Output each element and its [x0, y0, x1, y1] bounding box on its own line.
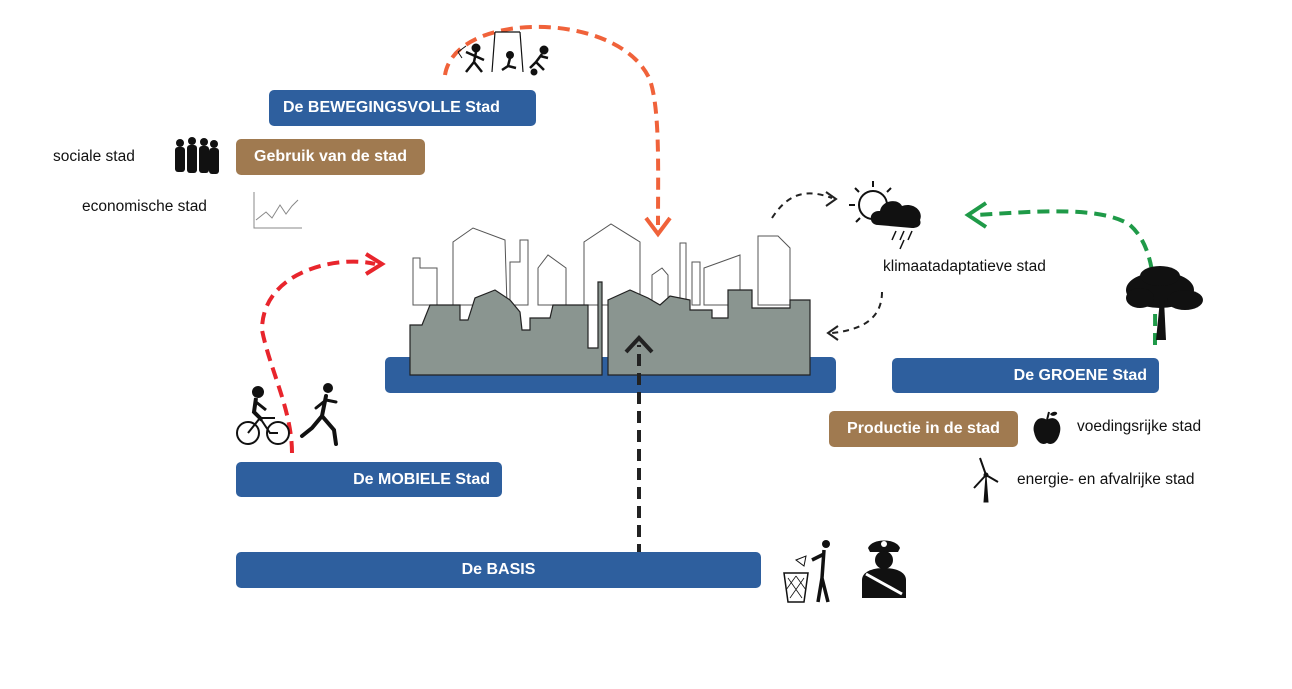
arrowhead-black — [624, 335, 654, 354]
sociale-stad-text: sociale stad — [53, 148, 135, 165]
mobiele-stad-label: De MOBIELE Stad — [236, 462, 502, 497]
arrow-groene — [974, 209, 1158, 346]
trash-bin-icon — [783, 540, 830, 603]
chart-icon — [253, 192, 302, 229]
arrowhead-climate-bottom — [826, 325, 839, 341]
basis-label: De BASIS — [236, 552, 761, 588]
voedingsrijke-stad-text: voedingsrijke stad — [1077, 418, 1202, 435]
energie-afvalrijke-stad-text: energie- en afvalrijke stad — [1017, 471, 1195, 488]
tree-icon — [1126, 266, 1203, 340]
sport-people-icon — [457, 31, 549, 76]
economische-stad-text: economische stad — [82, 198, 207, 215]
gebruik-van-de-stad-text: Gebruik van de stad — [254, 148, 407, 165]
city-skyline-front — [409, 281, 811, 376]
groene-stad-text: De GROENE Stad — [1013, 366, 1147, 384]
apple-icon — [1033, 411, 1061, 444]
arrow-climate-bottom — [831, 291, 883, 334]
groene-stad-label: De GROENE Stad — [892, 358, 1159, 393]
arrow-mobiele — [259, 259, 376, 454]
arrowhead-orange — [644, 216, 672, 238]
mobiele-stad-text: De MOBIELE Stad — [353, 470, 490, 488]
klimaatadaptatieve-stad-text: klimaatadaptatieve stad — [883, 258, 1046, 275]
arrowhead-red — [364, 252, 386, 276]
arrowhead-climate-top — [825, 191, 838, 207]
productie-in-de-stad-text: Productie in de stad — [847, 420, 1000, 437]
wind-turbine-icon — [973, 457, 999, 503]
basis-text: De BASIS — [461, 561, 536, 578]
arrow-climate-top — [771, 192, 833, 219]
police-officer-icon — [862, 540, 906, 598]
bewegingsvolle-stad-label: De BEWEGINGSVOLLE Stad — [269, 90, 536, 126]
productie-in-de-stad-label: Productie in de stad — [829, 411, 1018, 447]
crowd-icon — [175, 137, 219, 174]
arrowhead-green — [964, 201, 988, 229]
bewegingsvolle-stad-text: De BEWEGINGSVOLLE Stad — [283, 99, 500, 116]
arrow-bewegingsvolle — [443, 24, 661, 226]
gebruik-van-de-stad-label: Gebruik van de stad — [236, 139, 425, 175]
cyclist-icon — [236, 386, 290, 445]
city-skyline-outline — [412, 223, 791, 306]
weather-icon — [849, 181, 921, 250]
runner-icon — [300, 383, 338, 446]
